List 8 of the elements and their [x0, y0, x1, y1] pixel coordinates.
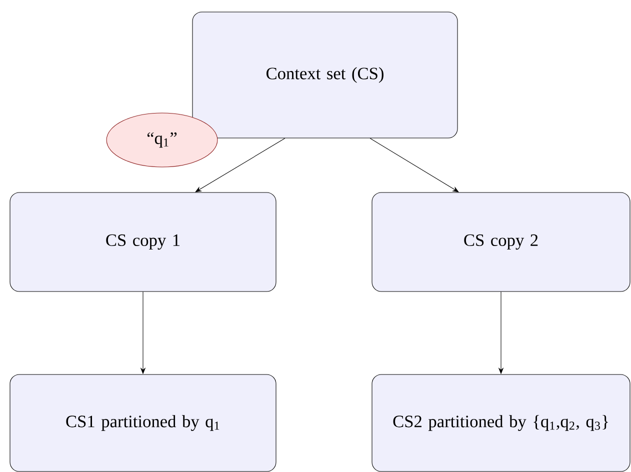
process-box: CS1 partitioned by q$_{1}$	[10, 374, 276, 472]
process-box: CS copy 2	[372, 192, 630, 292]
process-box: CS copy 1	[10, 192, 276, 292]
arrow	[195, 138, 286, 192]
process-box: Context set (CS)	[192, 12, 458, 138]
arrow	[370, 138, 459, 192]
process-box: CS2 partitioned by {q$_{1}$,q$_{2}$, q$_{3}$}	[372, 374, 630, 472]
oval-label: “q$_{1}$”	[106, 112, 218, 168]
